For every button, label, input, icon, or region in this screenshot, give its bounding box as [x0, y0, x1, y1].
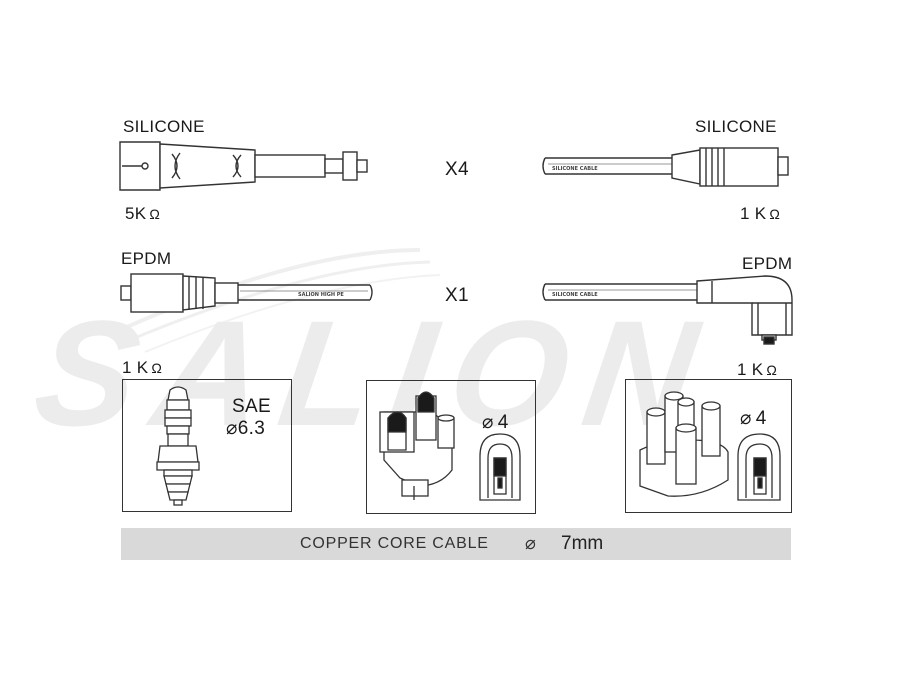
distributor-a-size: ⌀4 — [482, 412, 509, 433]
silicone-quantity: X4 — [445, 159, 469, 180]
diameter-symbol: ⌀ — [525, 533, 537, 553]
watermark-text: SALION — [26, 290, 724, 457]
epdm-right-label: EPDM — [742, 254, 793, 273]
epdm-left-label: EPDM — [121, 249, 172, 268]
ohm-symbol: Ω — [769, 206, 781, 222]
distributor-b-size: ⌀4 — [740, 408, 767, 429]
boot-terminal-tip — [356, 159, 368, 173]
ohm-symbol: Ω — [149, 206, 161, 222]
ohm-symbol: Ω — [766, 362, 778, 378]
cable-cut-end — [542, 157, 546, 175]
ohm-symbol: Ω — [151, 360, 163, 376]
epdm-quantity: X1 — [445, 285, 469, 306]
cable-spec-label: COPPER CORE CABLE — [300, 535, 489, 552]
epdm-right-cable-print: SILICONE CABLE — [552, 292, 598, 298]
silicone-left-label: SILICONE — [123, 117, 205, 136]
diameter-symbol: ⌀ — [226, 418, 238, 439]
diameter-symbol: ⌀ — [740, 408, 752, 429]
distributor-b-box — [625, 379, 792, 513]
silicone-right-label: SILICONE — [695, 117, 777, 136]
cable-spec-band: COPPER CORE CABLE ⌀ 7mm — [121, 528, 791, 560]
epdm-left-cable-print: SALION HIGH PE — [298, 292, 344, 298]
diameter-symbol: ⌀ — [482, 412, 494, 433]
epdm-boot-terminal — [763, 336, 775, 345]
spark-plug-boot-body — [159, 143, 256, 189]
spark-plug-size: ⌀6.3 — [226, 418, 266, 439]
epdm-angled-boot — [696, 275, 793, 336]
sae-label: SAE — [232, 396, 271, 417]
distributor-a-box — [366, 380, 536, 514]
silicone-cable-print: SILICONE CABLE — [552, 166, 598, 172]
epdm-boot — [130, 273, 184, 313]
spark-plug-box — [122, 379, 292, 512]
cable-spec-value: 7mm — [561, 533, 604, 554]
